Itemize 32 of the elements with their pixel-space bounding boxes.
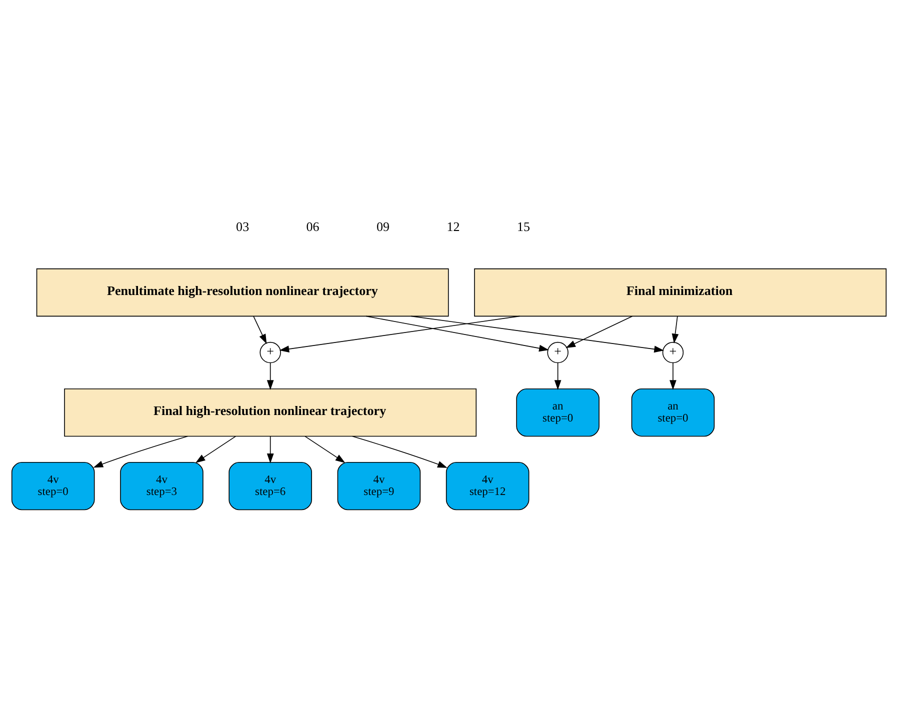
arrow [266, 362, 274, 390]
label: 09 [376, 218, 390, 234]
node-box: Final minimization [474, 268, 887, 316]
arrow [266, 436, 274, 463]
node-box: an step=0 [631, 388, 715, 436]
arrow [304, 435, 346, 462]
arrow [366, 315, 549, 352]
label: 03 [236, 218, 250, 234]
arrow [566, 315, 633, 348]
node-box: Penultimate high-resolution nonlinear trajectory [36, 268, 449, 316]
node-box: 4v step=6 [228, 461, 312, 510]
label: 12 [446, 218, 460, 234]
arrow [410, 315, 664, 352]
node-circle: + [547, 341, 568, 363]
arrow [670, 362, 676, 390]
node-box: 4v step=12 [446, 461, 530, 510]
arrow [554, 362, 562, 390]
arrow [253, 315, 267, 344]
node-box: 4v step=3 [120, 461, 204, 510]
node-box: 4v step=9 [337, 461, 421, 510]
arrow [672, 315, 679, 344]
arrow [195, 435, 236, 462]
label: 06 [306, 218, 320, 234]
node-box: 4v step=0 [11, 461, 95, 510]
node-box: an step=0 [516, 388, 600, 436]
label: 15 [517, 218, 530, 234]
arrow [279, 315, 520, 352]
node-box: Final high-resolution nonlinear trajectory [64, 388, 477, 436]
arrow [93, 435, 188, 468]
node-circle: + [260, 341, 281, 363]
node-circle: + [662, 341, 684, 363]
arrow [352, 435, 448, 468]
